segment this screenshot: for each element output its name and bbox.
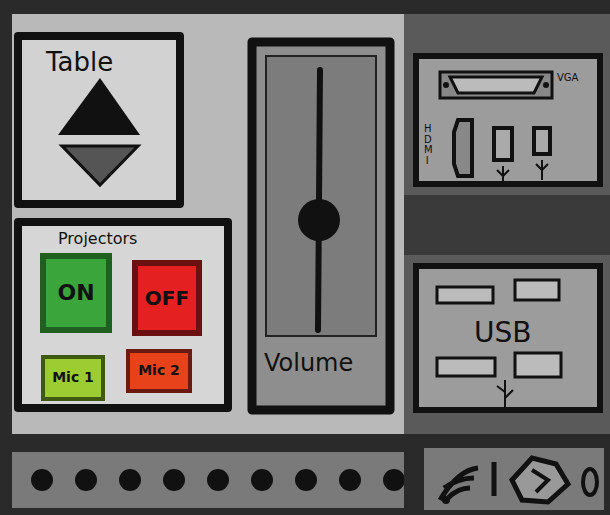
usb-panel: USB: [416, 266, 600, 410]
button-label: ON: [57, 281, 94, 305]
projectors-panel: ProjectorsON OFF Mic 1 Mic 2: [18, 222, 228, 408]
panel-label: USB: [474, 318, 531, 349]
on-button: ON: [43, 256, 109, 330]
button-label: Mic 1: [52, 370, 94, 385]
ports-panel: VGA HDMI: [416, 56, 600, 184]
panel-label: Table: [46, 48, 113, 77]
volume-panel: Volume: [252, 42, 390, 410]
table-panel: Table: [18, 36, 180, 204]
button-label: OFF: [145, 287, 189, 309]
panel-label: VGA: [557, 72, 578, 83]
panel-label: Volume: [264, 350, 353, 376]
panel-label: HDMI: [424, 124, 430, 166]
mic-button: Mic 1: [43, 357, 103, 399]
mic-button: Mic 2: [128, 351, 190, 391]
button-label: Mic 2: [138, 363, 180, 378]
off-button: OFF: [135, 263, 199, 333]
panel-label: Projectors: [58, 230, 137, 248]
